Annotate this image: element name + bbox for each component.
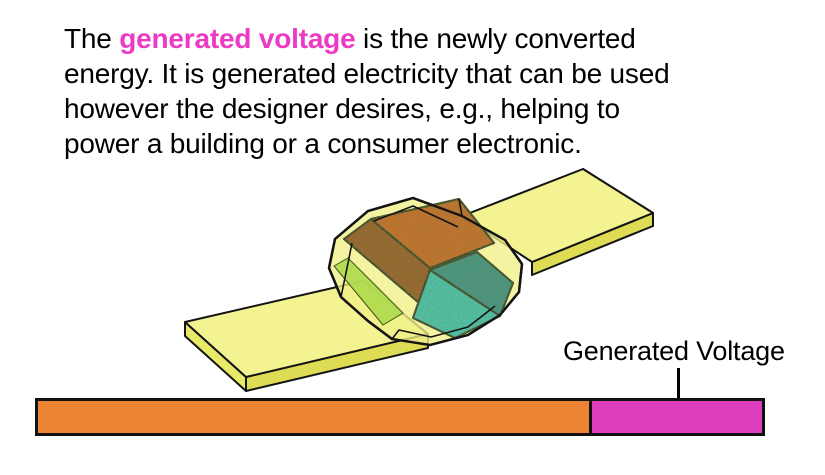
energy-bar xyxy=(35,398,765,436)
hot-block-side-face xyxy=(343,218,431,309)
hot-block xyxy=(343,198,495,309)
cool-block-top-face xyxy=(429,251,514,317)
right-beam xyxy=(461,168,654,276)
cool-block-front-face xyxy=(412,269,501,339)
right-beam-front-face xyxy=(531,212,654,276)
paragraph-segment-before: The xyxy=(64,23,120,54)
green-window xyxy=(333,257,404,326)
right-beam-end-face xyxy=(582,168,654,227)
hot-block-top-face xyxy=(370,198,495,269)
left-beam xyxy=(184,280,429,392)
bar-segment-generated-voltage xyxy=(591,401,762,433)
left-beam-end-face xyxy=(184,321,247,392)
shell-body xyxy=(327,196,524,347)
left-beam-top-face xyxy=(184,280,429,378)
left-beam-front-face xyxy=(245,333,429,392)
intro-paragraph: The generated voltage is the newly conve… xyxy=(64,21,784,161)
right-beam-top-face xyxy=(461,168,654,263)
highlight-term: generated voltage xyxy=(119,23,356,54)
paragraph-segment-after: is the newly converted energy. It is gen… xyxy=(64,23,670,159)
generated-voltage-label: Generated Voltage xyxy=(563,336,785,366)
bar-segment-orange xyxy=(38,401,592,433)
cool-block xyxy=(412,251,514,339)
shell-outline xyxy=(327,196,524,347)
leader-line xyxy=(677,368,680,412)
shell-rim-lines xyxy=(340,198,496,340)
